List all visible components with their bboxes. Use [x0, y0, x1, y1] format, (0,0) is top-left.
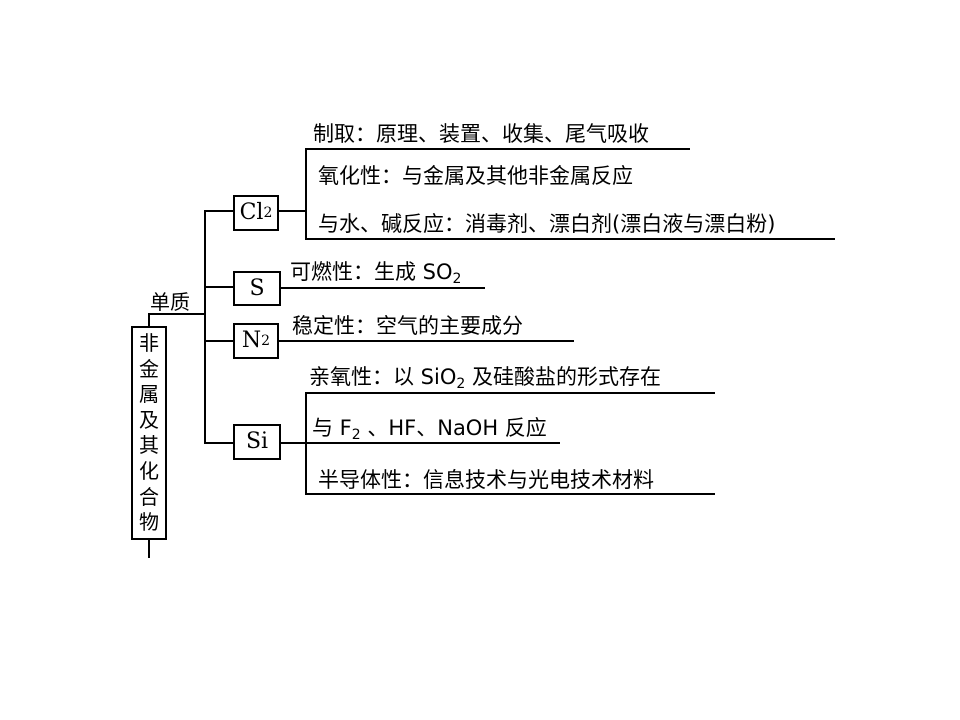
node-s-symbol: S — [249, 275, 265, 301]
cl2-item1-underline — [305, 148, 690, 150]
cl2-item3-underline — [305, 238, 835, 240]
si-item1-suffix: 及硅酸盐的形式存在 — [465, 365, 661, 389]
cl2-item2: 氧化性：与金属及其他非金属反应 — [318, 164, 633, 188]
si-item1: 亲氧性：以 SiO2 及硅酸盐的形式存在 — [309, 365, 661, 392]
root-right-bracket — [165, 326, 167, 540]
branch-stub — [148, 313, 206, 315]
cl2-out — [279, 210, 307, 212]
si-item2-sub: 2 — [351, 427, 361, 443]
main-trunk — [204, 210, 206, 442]
si-item2-suffix: 、HF、NaOH 反应 — [360, 416, 547, 440]
node-si-symbol: Si — [245, 429, 269, 454]
s-underline — [281, 287, 485, 289]
si-item3: 半导体性：信息技术与光电技术材料 — [318, 468, 654, 492]
node-s: S — [233, 271, 281, 306]
trunk-to-cl2 — [204, 210, 234, 212]
root-bottom-bracket — [131, 538, 167, 540]
trunk-to-si — [204, 442, 234, 444]
node-n2-subscript: 2 — [261, 333, 271, 349]
si-item2: 与 F2 、HF、NaOH 反应 — [312, 416, 547, 443]
s-item1-text: 可燃性：生成 SO — [290, 260, 453, 284]
si-item1-underline — [305, 392, 715, 394]
node-n2-symbol: N — [241, 328, 262, 353]
s-item1: 可燃性：生成 SO2 — [290, 260, 462, 287]
si-item1-prefix: 亲氧性：以 SiO — [309, 365, 457, 389]
root-top-tick — [148, 314, 150, 328]
trunk-to-s — [204, 286, 234, 288]
branch-label: 单质 — [150, 290, 190, 314]
root-label: 非金属及其化合物 — [139, 331, 159, 535]
node-cl2-subscript: 2 — [263, 205, 273, 221]
si-item2-prefix: 与 F — [312, 416, 352, 440]
cl2-item3: 与水、碱反应：消毒剂、漂白剂(漂白液与漂白粉) — [318, 212, 776, 236]
root-bottom-tick — [148, 540, 150, 558]
n2-underline — [279, 340, 574, 342]
node-si: Si — [233, 424, 281, 460]
s-item1-sub: 2 — [452, 271, 462, 287]
si-item2-underline — [305, 442, 560, 444]
cl2-item1: 制取：原理、装置、收集、尾气吸收 — [313, 122, 649, 146]
node-cl2-symbol: Cl — [239, 200, 264, 225]
n2-item1: 稳定性：空气的主要成分 — [292, 314, 523, 338]
trunk-to-n2 — [204, 340, 234, 342]
root-left-bracket — [131, 326, 133, 540]
si-out — [281, 442, 307, 444]
si-item1-sub: 2 — [456, 376, 466, 392]
si-item3-underline — [305, 493, 715, 495]
cl2-vbar — [305, 148, 307, 240]
